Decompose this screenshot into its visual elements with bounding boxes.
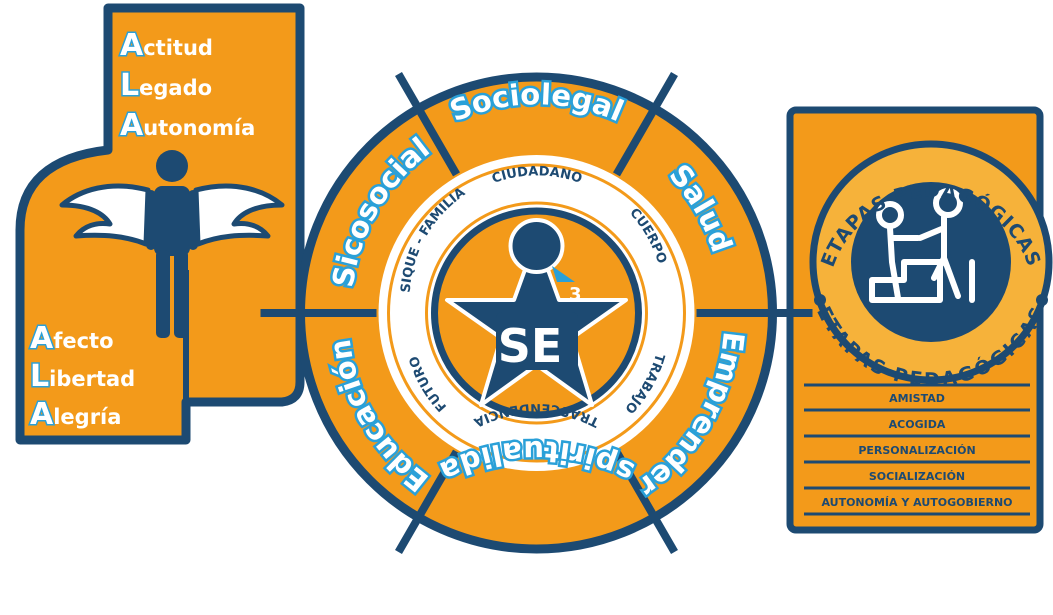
stage-item: AMISTAD [889, 392, 945, 405]
left-panel: Actitud Legado Autonomía Afecto Libertad… [15, 3, 305, 445]
winged-person-icon [59, 150, 285, 338]
center-logo-text: SE [498, 319, 563, 373]
helping-hand-icon [869, 188, 975, 303]
stages-list: AMISTAD ACOGIDA PERSONALIZACIÓN SOCIALIZ… [804, 383, 1030, 516]
stage-item: ACOGIDA [889, 418, 946, 431]
stage-item: SOCIALIZACIÓN [869, 470, 965, 483]
ala-word-bottom-1: Afecto [30, 321, 114, 356]
ala-word-bottom-3: Alegría [30, 397, 121, 432]
segment-dividers [260, 71, 813, 555]
ala-word-bottom-2: Libertad [30, 359, 135, 394]
ala-word-top-2: Legado [120, 68, 212, 103]
stage-item: PERSONALIZACIÓN [858, 444, 975, 457]
ala-word-top-1: Actitud [120, 28, 213, 63]
center-star-logo: SE 3 [445, 218, 628, 407]
ala-word-top-3: Autonomía [120, 108, 255, 143]
right-panel: ETAPAS PEDAGÓGICAS ETAPAS PEDAGÓGICAS AM… [786, 106, 1053, 534]
center-logo-superscript: 3 [569, 284, 582, 305]
stage-item: AUTONOMÍA Y AUTOGOBIERNO [821, 496, 1012, 509]
